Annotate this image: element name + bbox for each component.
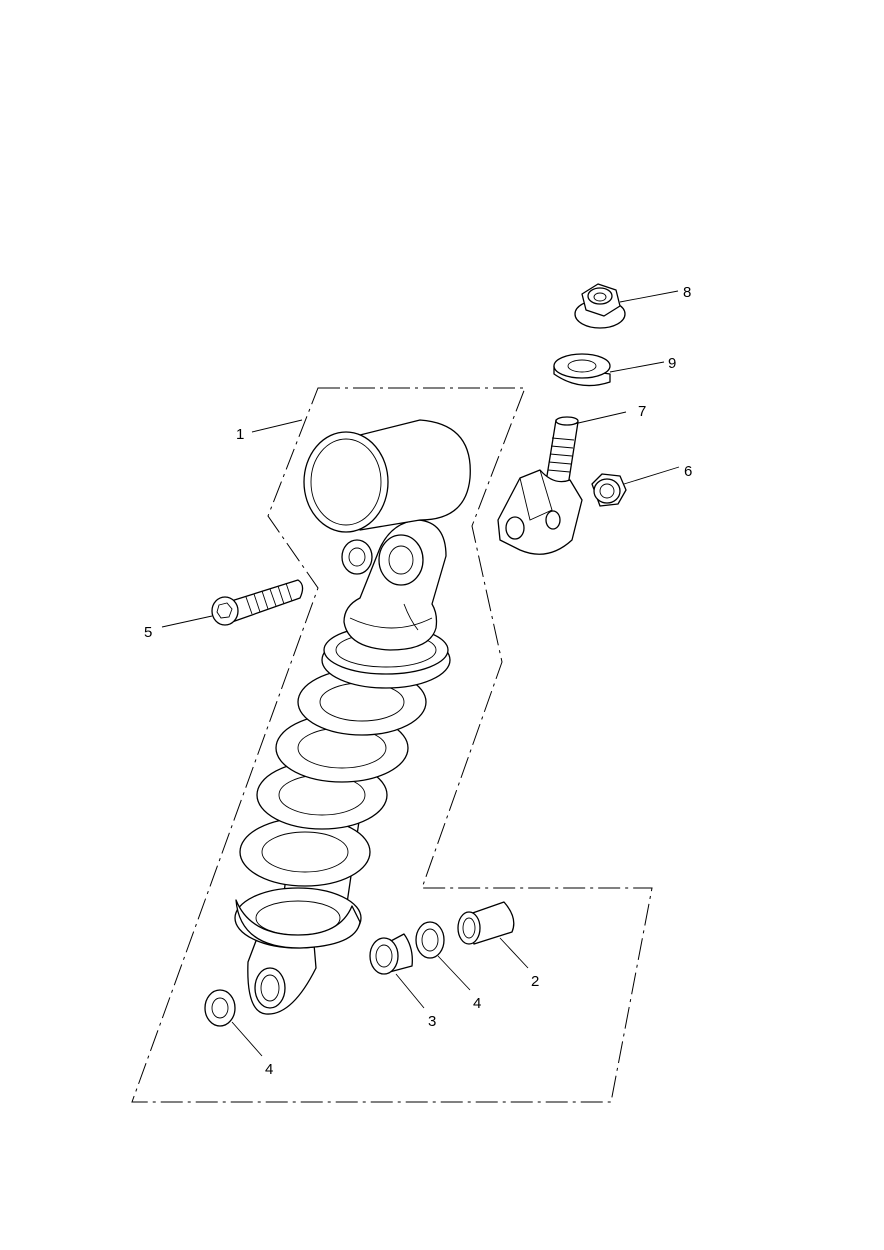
bush-3 [369,933,413,975]
sleeve-2 [457,901,515,945]
callout-6: 6 [684,463,692,480]
callout-2: 2 [531,973,539,990]
callout-3: 3 [428,1013,436,1030]
callout-4-upper: 4 [473,995,481,1012]
assembly-boundary [131,387,653,1103]
washer-4-lower [204,989,236,1027]
leader-lines [161,290,680,1057]
callout-1: 1 [236,426,244,443]
clevis-stud [497,416,583,555]
shock-absorber [234,419,471,1015]
washer-9 [553,353,611,387]
callouts: 1 2 3 4 4 5 6 7 8 9 [144,284,692,1078]
shock-spring [234,668,427,949]
flange-nut [574,283,626,329]
callout-5: 5 [144,624,152,641]
callout-8: 8 [683,284,691,301]
callout-9: 9 [668,355,676,372]
callout-4-lower: 4 [265,1061,273,1078]
shock-reservoir [303,419,471,533]
nut-6 [591,473,627,507]
washer-4-upper [415,921,445,959]
callout-7: 7 [638,403,646,420]
socket-head-bolt [211,579,304,626]
